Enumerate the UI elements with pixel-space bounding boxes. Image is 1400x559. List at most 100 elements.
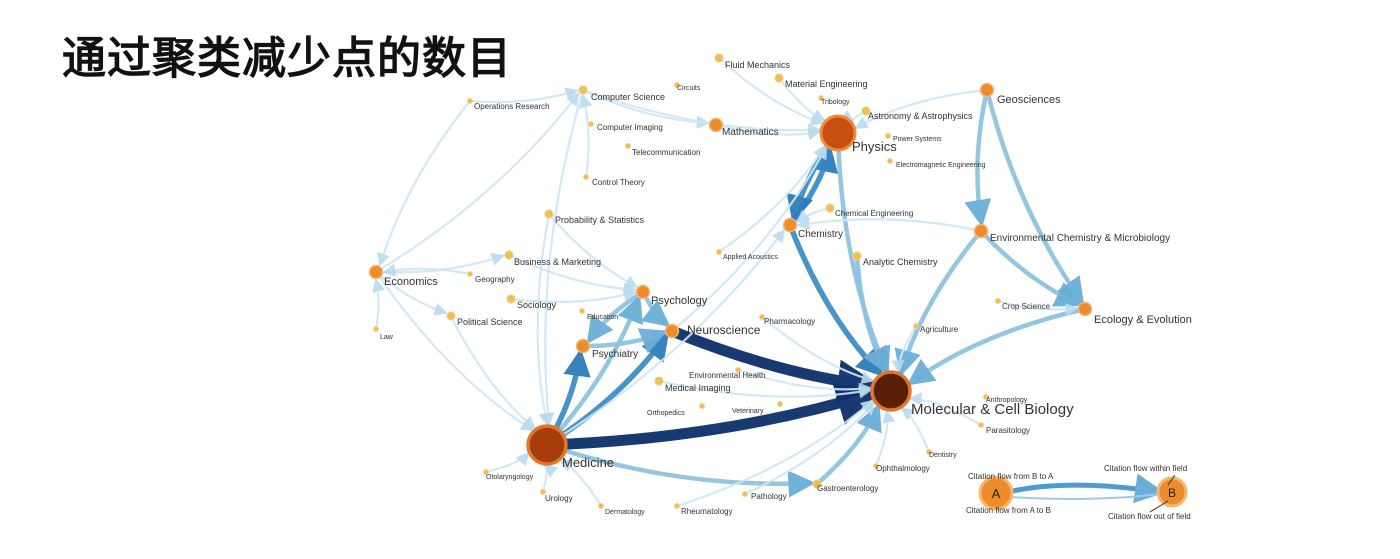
node-opres [466, 98, 473, 105]
label-educ: Education [587, 314, 618, 321]
edge-parasit-to-molcell [908, 392, 983, 427]
node-cropsci [995, 297, 1002, 304]
node-emeng [887, 157, 894, 164]
legend-pointer-within [1167, 474, 1176, 486]
label-rheum: Rheumatology [681, 507, 733, 516]
node-pharm [759, 313, 766, 320]
edge-dermat-to-medicine [558, 459, 603, 508]
node-tribology [818, 95, 825, 102]
node-rheum [674, 502, 681, 509]
label-anachem: Analytic Chemistry [863, 257, 938, 267]
edge-compsci-to-medicine [541, 88, 585, 427]
node-physics [819, 114, 857, 152]
node-vet [777, 400, 784, 407]
edge-control-to-compsci [579, 94, 593, 179]
legend-flow-back-arrow [1009, 493, 1161, 500]
edge-geog-to-econ [382, 263, 472, 277]
label-tribology: Tribology [821, 99, 850, 106]
page-title: 通过聚类减少点的数目 [62, 33, 512, 84]
node-compsci [578, 85, 588, 95]
label-chemeng: Chemical Engineering [835, 209, 913, 218]
edge-dentist-to-molcell [900, 407, 931, 454]
label-molcell: Molecular & Cell Biology [911, 401, 1074, 418]
label-pharm: Pharmacology [764, 317, 815, 326]
node-fluid [714, 53, 724, 63]
label-polsci: Political Science [457, 317, 523, 327]
edge-opres-to-compsci [468, 87, 579, 104]
label-bizmkt: Business & Marketing [514, 257, 601, 267]
edge-psychiatry-to-neuro [580, 328, 668, 354]
edge-ecoevo-to-molcell [906, 306, 1088, 386]
label-otolar: Otolaryngology [486, 474, 534, 481]
node-bizmkt [504, 250, 514, 260]
edge-polsci-to-medicine [449, 314, 537, 430]
edge-medicine-to-molcell [541, 382, 881, 451]
label-physics: Physics [852, 139, 897, 154]
legend-node-a-label: A [992, 486, 1001, 501]
edge-bizmkt-to-psych [507, 253, 638, 296]
label-vet: Veterinary [732, 408, 764, 415]
legend-node-b [1156, 476, 1188, 508]
edge-urology-to-medicine [541, 464, 558, 494]
label-sociol: Sociology [517, 300, 557, 310]
label-appacou: Applied Acoustics [723, 254, 778, 261]
edge-envchem-to-ecoevo [978, 228, 1083, 307]
label-medicine: Medicine [562, 455, 614, 470]
label-compimg: Computer Imaging [597, 123, 663, 132]
edge-pharm-to-molcell [760, 315, 875, 384]
legend-flow-arrow [1007, 473, 1165, 504]
edge-fluid-to-physics [717, 56, 825, 126]
label-envhealth: Environmental Health [689, 371, 765, 380]
node-urology [540, 488, 547, 495]
node-gastro [812, 479, 822, 489]
node-patho [742, 490, 749, 497]
edge-geosci-to-physics [854, 88, 989, 129]
edge-ophthal-to-molcell [874, 409, 896, 468]
edge-compsci-to-math [581, 88, 710, 129]
label-psychiatry: Psychiatry [592, 349, 638, 360]
label-compsci: Computer Science [591, 92, 665, 102]
node-law [372, 325, 379, 332]
node-sociol [506, 294, 516, 304]
label-dermat: Dermatology [605, 509, 645, 516]
legend-flow-a-to-b: Citation flow from A to B [966, 506, 1051, 515]
edge-geosci-to-envchem [964, 87, 992, 227]
node-otolar [482, 468, 489, 475]
edge-agric-to-molcell [891, 324, 918, 374]
label-control: Control Theory [592, 178, 645, 187]
node-psychiatry [575, 338, 591, 354]
label-cropsci: Crop Science [1002, 302, 1051, 311]
edge-envchem-to-chem [796, 216, 983, 233]
node-medicine [526, 424, 568, 466]
label-ophthal: Ophthalmology [876, 464, 930, 473]
edge-medicine-to-gastro [544, 442, 816, 498]
label-agric: Agriculture [920, 325, 959, 334]
node-econ [368, 264, 384, 280]
label-envchem: Environmental Chemistry & Microbiology [990, 233, 1170, 244]
label-ecoevo: Ecology & Evolution [1094, 314, 1192, 326]
node-dentist [926, 448, 933, 455]
label-geog: Geography [475, 275, 515, 284]
legend-flow-b-to-a: Citation flow from B to A [968, 472, 1054, 481]
edge-neuro-to-molcell [666, 325, 882, 404]
node-molcell [870, 370, 912, 412]
edge-neuro-to-physics [670, 145, 827, 333]
node-anachem [852, 251, 862, 261]
node-psych [635, 284, 651, 300]
node-envhealth [735, 366, 742, 373]
label-gastro: Gastroenterology [817, 484, 878, 493]
edge-compsci-to-physics [581, 88, 822, 137]
node-telecom [625, 142, 632, 149]
edge-otolar-to-medicine [484, 451, 530, 474]
label-material: Material Engineering [785, 79, 868, 89]
label-medimg: Medical Imaging [665, 383, 731, 393]
edge-geosci-to-ecoevo [984, 87, 1085, 305]
label-ortho: Orthopedics [647, 410, 685, 417]
label-psych: Psychology [651, 295, 708, 307]
node-dermat [598, 502, 605, 509]
edge-medicine-to-psych [544, 294, 644, 448]
node-envchem [973, 223, 989, 239]
node-power [885, 132, 892, 139]
